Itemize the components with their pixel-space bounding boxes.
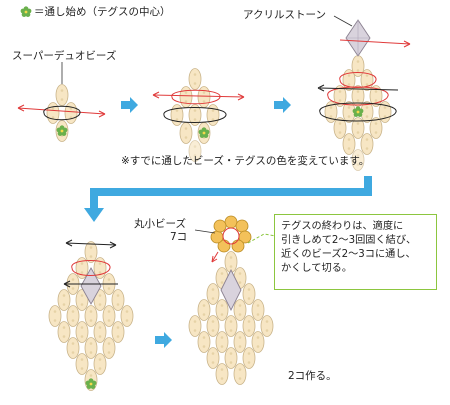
acrylic-stone <box>220 268 242 312</box>
super-duo-label: スーパーデュオビーズ <box>12 50 117 62</box>
acrylic-stone-label: アクリルストーン <box>243 9 326 21</box>
step4-beads <box>48 241 134 391</box>
legend-label: ＝通し始め（テグスの中心） <box>34 6 171 18</box>
acrylic-stone <box>80 267 102 305</box>
callout-line: かくして切る。 <box>281 263 353 274</box>
color-note: ※すでに通したビーズ・テグスの色を変えています。 <box>121 155 370 167</box>
callout-line: 引きしめて2〜3回固く結び、 <box>281 235 417 246</box>
callout-line: テグスの終わりは、適度に <box>281 221 404 232</box>
round-beads-label: 丸小ビーズ <box>134 218 186 230</box>
finishing-callout: テグスの終わりは、適度に 引きしめて2〜3回固く結び、 近くのビーズ2〜3コに通… <box>274 214 437 290</box>
round-bead-ring <box>210 215 252 253</box>
down-arrow-icon <box>84 176 372 222</box>
flower-icon <box>20 6 32 17</box>
right-arrow-icon <box>274 97 291 113</box>
callout-line: 近くのビーズ2〜3コに通し、 <box>281 249 416 260</box>
right-arrow-icon <box>121 97 138 113</box>
round-beads-count: 7コ <box>170 231 188 243</box>
step2-beads <box>170 68 220 162</box>
make-two-label: 2コ作る。 <box>288 370 337 382</box>
right-arrow-icon <box>155 332 172 348</box>
